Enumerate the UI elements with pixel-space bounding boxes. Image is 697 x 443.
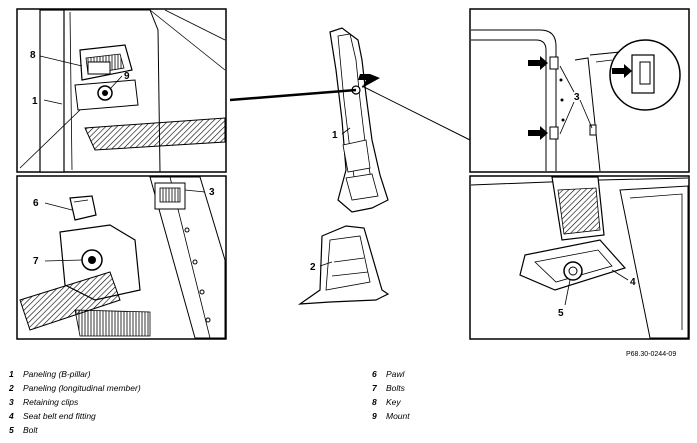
callout-7: 7 (33, 256, 39, 267)
legend-number: 7 (372, 383, 377, 393)
legend-text: Bolt (23, 425, 38, 435)
legend-text: Bolts (386, 383, 405, 393)
connector-line-left (229, 88, 357, 102)
callout-5: 5 (558, 308, 564, 319)
legend-item: 9 Mount (372, 409, 410, 423)
legend-item: 1 Paneling (B-pillar) (9, 367, 141, 381)
legend-right: 6 Pawl 7 Bolts 8 Key 9 Mount (372, 367, 410, 423)
callout-2-center: 2 (310, 262, 316, 273)
legend-number: 3 (9, 397, 14, 407)
center-b-pillar-paneling: 1 2 (297, 27, 390, 305)
legend-text: Paneling (longitudinal member) (23, 383, 141, 393)
legend-text: Seat belt end fitting (23, 411, 96, 421)
legend-item: 5 Bolt (9, 423, 141, 437)
callout-3: 3 (209, 187, 215, 198)
legend-text: Mount (386, 411, 410, 421)
callout-8: 8 (30, 50, 36, 61)
arrow-icon (612, 64, 632, 78)
legend-left: 1 Paneling (B-pillar) 2 Paneling (longitud… (9, 367, 141, 437)
arrow-icon (358, 74, 380, 88)
arrow-icon (528, 56, 548, 70)
legend-text: Paneling (B-pillar) (23, 369, 91, 379)
legend-number: 2 (9, 383, 14, 393)
figure-reference-code: P68.30-0244-09 (626, 351, 677, 358)
callout-4: 4 (630, 277, 636, 288)
arrow-icon (528, 126, 548, 140)
detail-panel-bottom-left: 6 7 3 (16, 175, 227, 340)
legend-item: 6 Pawl (372, 367, 410, 381)
detail-panel-top-right: 3 (469, 8, 690, 173)
legend-text: Key (386, 397, 401, 407)
legend-number: 4 (9, 411, 14, 421)
legend-text: Pawl (386, 369, 405, 379)
legend-item: 4 Seat belt end fitting (9, 409, 141, 423)
callout-9: 9 (124, 71, 130, 82)
connector-line-right (361, 85, 471, 141)
callout-6: 6 (33, 198, 39, 209)
legend-number: 1 (9, 369, 14, 379)
legend-text: Retaining clips (23, 397, 79, 407)
legend-number: 9 (372, 411, 377, 421)
legend-item: 8 Key (372, 395, 410, 409)
legend-number: 5 (9, 425, 14, 435)
legend-number: 8 (372, 397, 377, 407)
callout-3-right: 3 (574, 92, 580, 103)
callout-1-center: 1 (332, 130, 338, 141)
legend-item: 7 Bolts (372, 381, 410, 395)
legend-number: 6 (372, 369, 377, 379)
legend-item: 3 Retaining clips (9, 395, 141, 409)
detail-panel-top-left: 8 9 1 (16, 8, 227, 173)
legend-item: 2 Paneling (longitudinal member) (9, 381, 141, 395)
detail-panel-bottom-right: 4 5 (469, 175, 690, 340)
callout-1: 1 (32, 96, 38, 107)
